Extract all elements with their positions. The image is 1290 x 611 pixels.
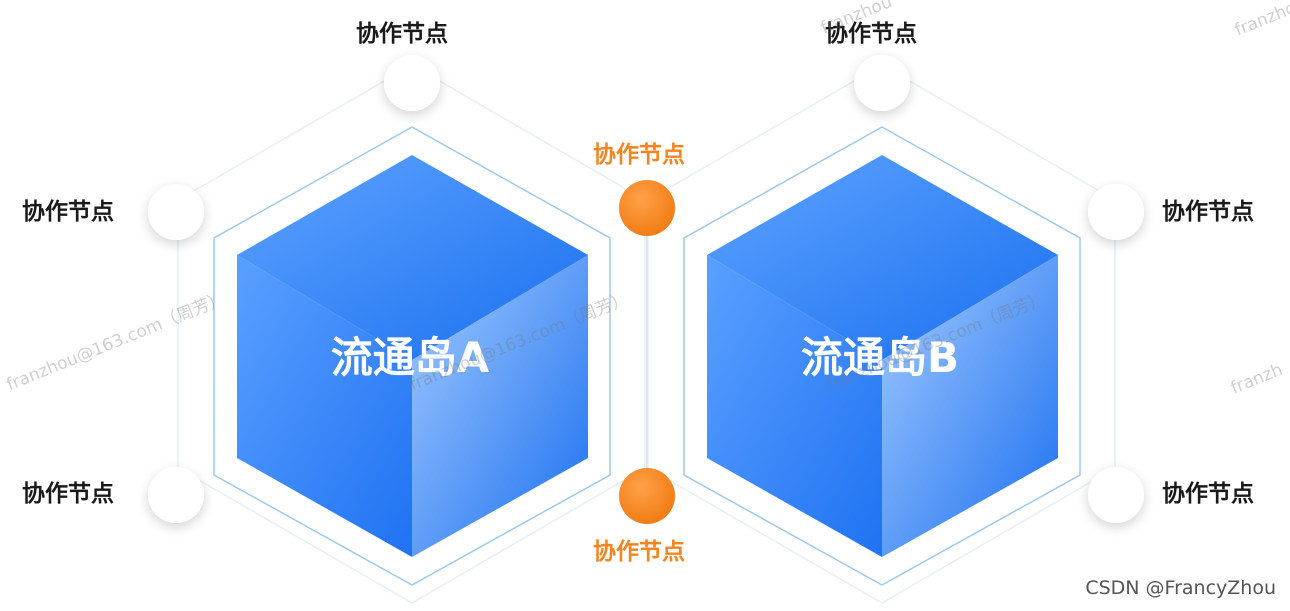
node-label-b-right-lower: 协作节点 (1162, 483, 1254, 506)
node-label-a-top: 协作节点 (356, 23, 448, 46)
node-label-b-right-upper: 协作节点 (1162, 201, 1254, 224)
node-circle-b-right-lower (1088, 467, 1144, 523)
center-node-bottom (619, 468, 675, 524)
node-label-a-left-upper: 协作节点 (22, 201, 114, 224)
node-circle-b-top (854, 55, 910, 111)
center-node-top (619, 180, 675, 236)
node-label-a-left-lower: 协作节点 (22, 483, 114, 506)
node-circle-a-left-upper (148, 184, 204, 240)
center-node-label-bottom: 协作节点 (593, 541, 685, 564)
csdn-credit: CSDN @FrancyZhou (1085, 577, 1276, 599)
node-circle-a-left-lower (148, 467, 204, 523)
node-circle-a-top (384, 55, 440, 111)
center-node-label-top: 协作节点 (593, 144, 685, 167)
node-circle-b-right-upper (1088, 184, 1144, 240)
